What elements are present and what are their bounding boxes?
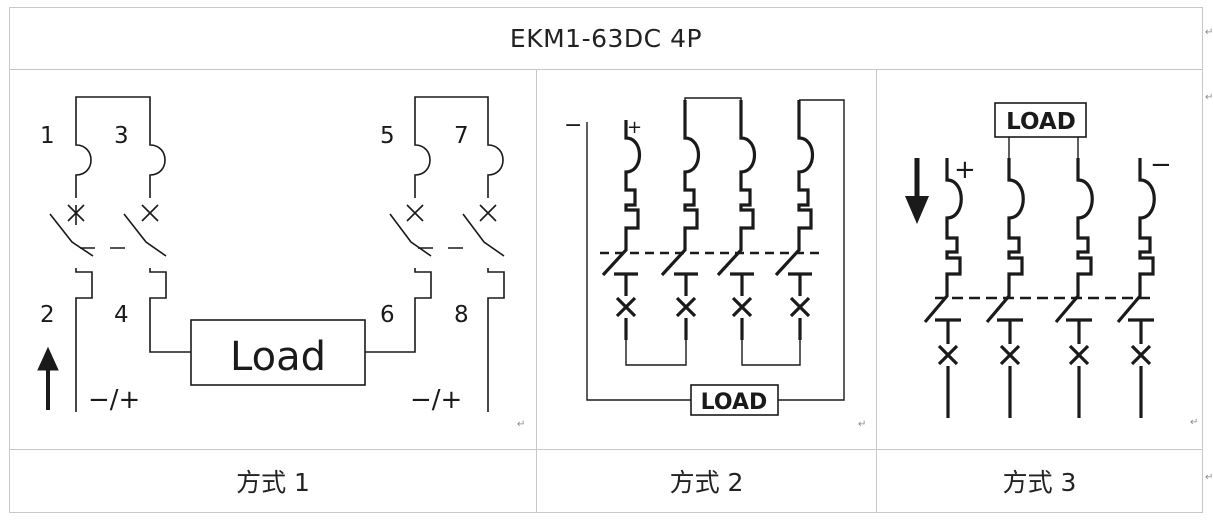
minus-label: − — [564, 113, 582, 138]
load-label: LOAD — [701, 390, 768, 415]
paragraph-mark: ↵ — [1205, 472, 1213, 483]
polarity-label-right: −/+ — [410, 385, 462, 415]
load-label: Load — [230, 334, 326, 380]
caption-method-1: 方式 1 — [236, 468, 310, 497]
load-label: LOAD — [1006, 109, 1076, 135]
table-row-divider-2 — [9, 449, 1203, 450]
terminal-6-label: 6 — [380, 302, 395, 328]
caption-method-2: 方式 2 — [669, 468, 744, 497]
caption-method-3: 方式 3 — [1002, 468, 1077, 497]
terminal-1-label: 1 — [40, 123, 55, 149]
paragraph-mark: ↵ — [1190, 417, 1199, 428]
table-border-bottom — [9, 512, 1203, 513]
minus-label: − — [1150, 150, 1172, 180]
paragraph-mark: ↵ — [858, 419, 867, 430]
terminal-8-label: 8 — [454, 302, 469, 328]
table-row-divider-1 — [9, 69, 1203, 70]
table-border-left — [9, 7, 10, 513]
paragraph-mark: ↵ — [517, 419, 526, 430]
polarity-label-left: −/+ — [88, 385, 140, 415]
table-title: EKM1-63DC 4P — [509, 23, 703, 53]
paragraph-mark: ↵ — [1205, 27, 1213, 38]
table-col-divider-2 — [876, 69, 877, 513]
terminal-4-label: 4 — [114, 302, 129, 328]
plus-label: + — [627, 117, 642, 138]
plus-label: + — [954, 155, 976, 185]
terminal-5-label: 5 — [380, 123, 395, 149]
terminal-2-label: 2 — [40, 302, 55, 328]
paragraph-mark: ↵ — [1205, 92, 1213, 103]
table-border-right — [1202, 7, 1203, 513]
terminal-7-label: 7 — [454, 123, 469, 149]
terminal-3-label: 3 — [114, 123, 129, 149]
table-border-top — [9, 7, 1203, 8]
table-col-divider-1 — [536, 69, 537, 513]
